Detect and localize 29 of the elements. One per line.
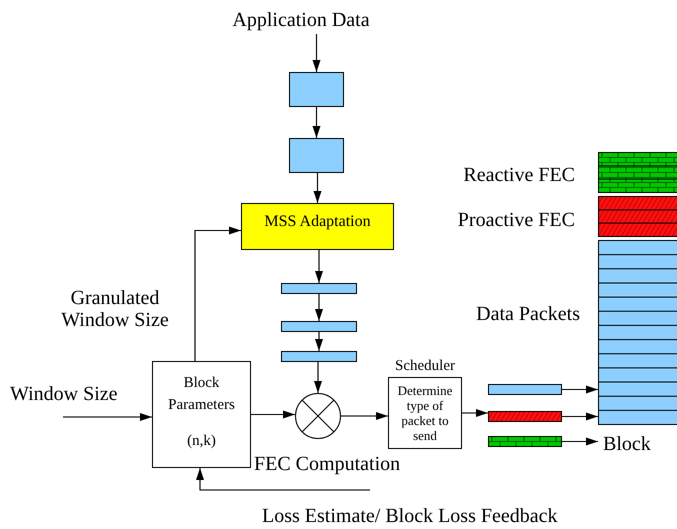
- part-label: Proactive FEC: [456, 208, 575, 232]
- arrow: [315, 294, 323, 321]
- arrow: [312, 34, 320, 72]
- arrow: [196, 468, 370, 491]
- arrow: [341, 412, 388, 420]
- part-label: FEC Computation: [254, 452, 400, 476]
- input-label: Application Data: [226, 6, 376, 34]
- process-box: [241, 203, 394, 250]
- arrow: [562, 412, 598, 420]
- arrow: [312, 107, 320, 138]
- arrow: [194, 226, 241, 361]
- box-title: Block Parameters: [167, 374, 236, 415]
- arrow: [63, 413, 152, 421]
- box-label: Determine type of packet to send: [396, 383, 454, 443]
- arrow: [562, 438, 598, 446]
- arrow: [562, 386, 598, 394]
- box-heading: Scheduler: [395, 357, 455, 375]
- arrow: [314, 173, 322, 203]
- block-label: Block: [603, 432, 651, 456]
- part-label: Reactive FEC: [462, 163, 575, 187]
- arrow: [462, 409, 488, 417]
- arrow: [315, 250, 323, 283]
- process-box: [152, 361, 251, 468]
- arrow: [315, 332, 323, 351]
- box-label: MSS Adaptation: [264, 212, 371, 232]
- parameter-label: (n,k): [187, 432, 216, 451]
- part-label: Data Packets: [475, 302, 580, 326]
- arrow: [251, 410, 295, 418]
- arrow: [314, 362, 322, 393]
